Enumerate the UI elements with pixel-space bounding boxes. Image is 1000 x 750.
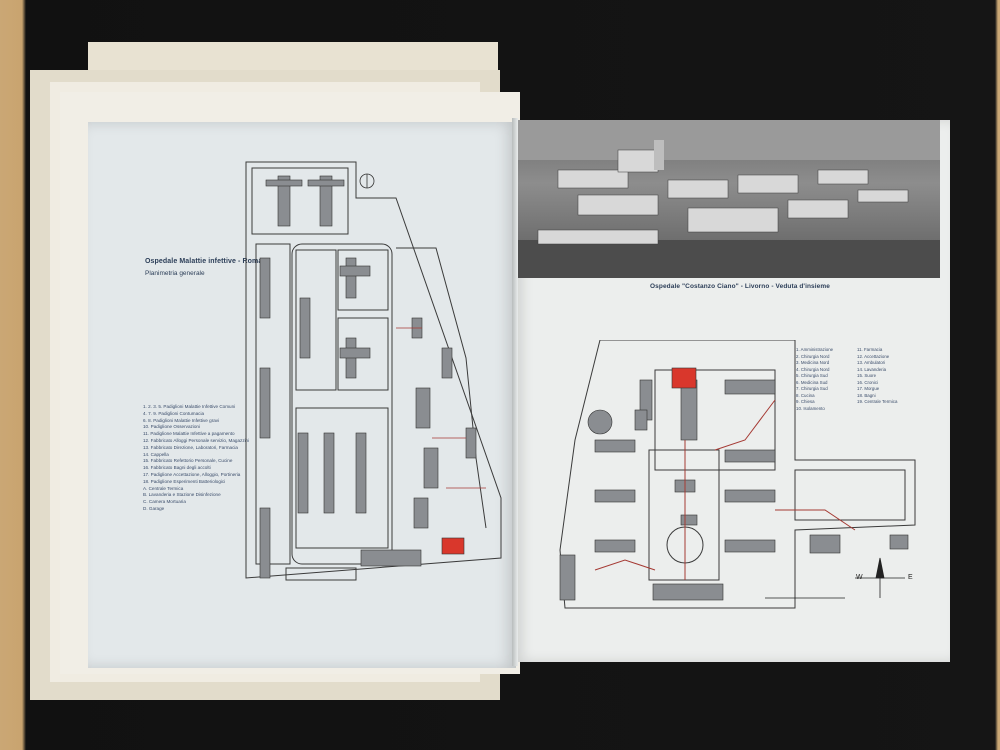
legend-item: 6. Medicina Sud [796,379,828,385]
legend-item: 10. Padiglione Osservazioni [143,424,200,430]
legend-item: A. Centrale Termica [143,485,184,491]
legend-item: 14. Lavanderia [857,366,887,372]
legend-item: 18. Padiglione Esperimenti Batteriologic… [143,478,226,484]
left-page [88,122,516,668]
right-legend-col1: 1. Amministrazione 2. Chirurgia Nord 3. … [796,347,833,412]
legend-item: 17. Morgue [857,386,880,391]
legend-item: 17. Padiglione Accettazione, Alloggio, P… [143,471,241,477]
book-spine [512,118,518,666]
legend-item: 2. Chirurgia Nord [796,353,830,359]
photo-caption: Ospedale "Costanzo Ciano" - Livorno - Ve… [650,283,830,290]
legend-item: 4. 7. 9. Padiglioni Contumacia [143,410,205,416]
legend-item: 6. 8. Padiglioni Malattie Infettive grav… [143,417,220,423]
right-site-plan [559,340,916,609]
legend-item: 16. Cronici [857,379,878,385]
left-page-subtitle: Planimetria generale [145,270,205,277]
legend-item: 13. Fabbricato Direzione, Laboratori, Fa… [143,444,238,450]
aerial-photo [518,120,940,278]
legend-item: 10. Isolamento [796,405,825,411]
legend-item: 14. Cappella [143,451,169,457]
legend-item: 11. Farmacia [857,347,883,352]
legend-item: 16. Fabbricato Bagni degli accolti [143,465,211,471]
legend-item: 11. Padiglione Malattie Infettive a paga… [143,431,235,437]
legend-item: 3. Medicina Nord [796,360,830,365]
legend-item: 13. Ambulatori [857,360,886,365]
legend-item: 15. Fabbricato Refettorio Personale, Cuc… [143,458,233,464]
legend-item: D. Garage [143,505,165,511]
legend-item: 12. Accettazione [857,353,890,359]
compass-west: W [856,574,863,581]
legend-item: 8. Cucina [796,392,815,398]
legend-item: 1. 2. 3. 5. Padiglioni Malattie Infettiv… [143,404,236,409]
legend-item: B. Lavanderia e Stazione Disinfezione [143,492,221,498]
legend-item: 15. Suore [857,373,877,378]
legend-item: 12. Fabbricato Alloggi Personale servizi… [143,437,250,443]
legend-item: 19. Centrale Termica [857,399,898,404]
right-legend-col2: 11. Farmacia 12. Accettazione 13. Ambula… [857,347,897,406]
legend-item: 7. Chirurgia Sud [796,386,828,391]
compass-east: E [908,574,913,581]
legend-item: 1. Amministrazione [796,347,834,352]
aerial-photo-render [518,120,940,278]
legend-item: 18. Bagni [857,392,876,398]
left-page-title: Ospedale Malattie infettive - Roma [145,258,263,265]
legend-item: 5. Chirurgia Sud [796,373,828,378]
legend-item: 9. Chiesa [796,399,815,404]
legend-item: C. Camera Mortuaria [143,499,186,505]
legend-item: 4. Chirurgia Nord [796,366,830,372]
left-legend: 1. 2. 3. 5. Padiglioni Malattie Infettiv… [143,404,250,513]
left-site-plan [245,161,502,581]
